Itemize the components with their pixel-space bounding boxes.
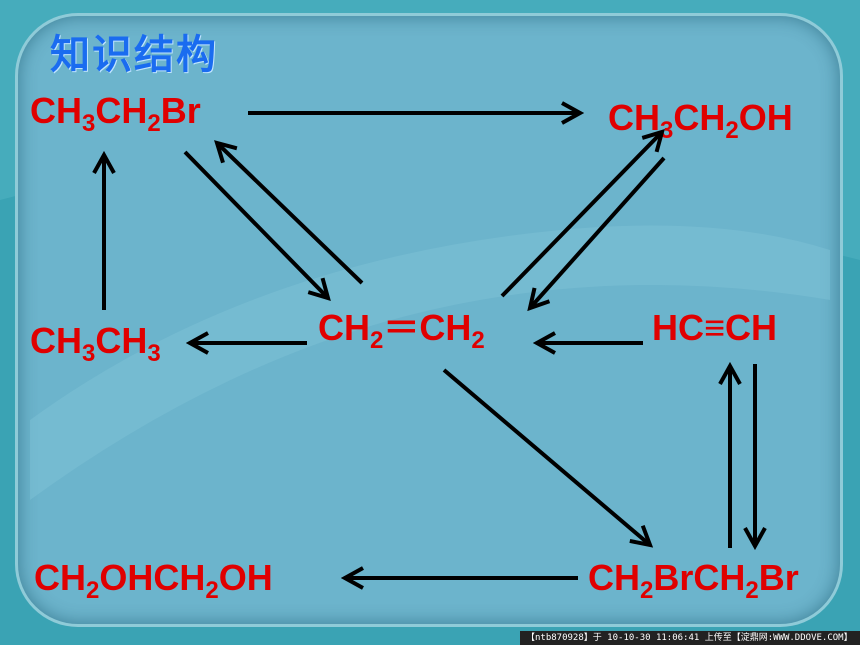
page-title: 知识结构 xyxy=(50,32,218,78)
node-ethanol: CH3CH2OH xyxy=(608,97,793,144)
arrow-ethylene-to-ethanol xyxy=(500,132,662,298)
arrow-ethanol-to-ethylene xyxy=(530,156,666,308)
arrow-ethylene-to-bromoethane xyxy=(217,143,364,285)
node-ethylene-glycol: CH2OHCH2OH xyxy=(34,557,273,604)
content-panel xyxy=(18,16,840,624)
node-ethylene: CH2＝CH2 xyxy=(318,307,485,354)
node-acetylene: HC≡CH xyxy=(652,307,777,348)
node-ethane: CH3CH3 xyxy=(30,320,161,367)
footer-watermark: 【ntb870928】于 10-10-30 11:06:41 上传至【淀鼎网:W… xyxy=(520,631,860,645)
node-dibromoethane: CH2BrCH2Br xyxy=(588,557,799,604)
node-bromoethane: CH3CH2Br xyxy=(30,90,201,137)
arrow-bromoethane-to-ethylene xyxy=(183,150,328,298)
arrow-ethylene-to-dibromoethane xyxy=(442,368,650,545)
